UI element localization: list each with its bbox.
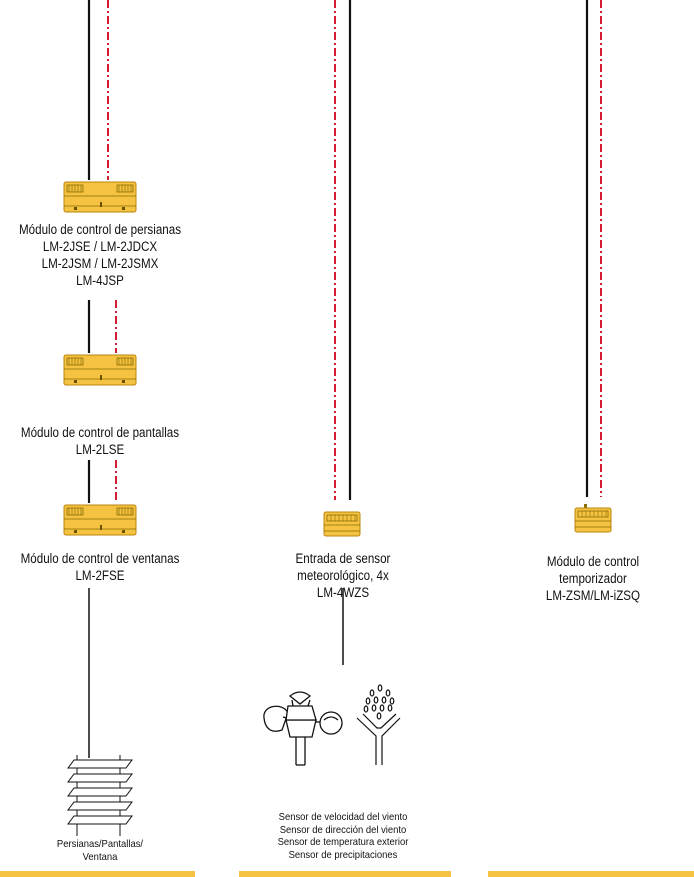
label-line: Persianas/Pantallas/ (56, 838, 144, 850)
label-sensors-device: Sensor de velocidad del viento Sensor de… (253, 811, 433, 861)
label-line: LM-2LSE (75, 442, 125, 457)
column-2-wiring (334, 0, 352, 665)
label-line: temporizador (559, 571, 627, 586)
footer-bar-right (488, 871, 694, 877)
label-windows-module: Módulo de control de ventanas LM-2FSE (5, 550, 194, 584)
label-shutters-device: Persianas/Pantallas/ Ventana (37, 838, 163, 863)
column-3-wiring (585, 0, 602, 497)
label-line: LM-2JSM / LM-2JSMX (41, 256, 159, 271)
module-icon-weather (323, 511, 361, 537)
label-line: meteorológico, 4x (297, 568, 389, 583)
label-line: LM-4WZS (316, 585, 370, 600)
module-icon-timer (574, 504, 612, 533)
label-line: LM-4JSP (76, 273, 124, 288)
label-line: Sensor de temperatura exterior (277, 836, 409, 848)
module-icon-blinds (63, 181, 137, 213)
wind-sensor-icon (263, 691, 343, 766)
footer-bar-left (0, 871, 195, 877)
label-line: Módulo de control de ventanas (20, 551, 180, 566)
column-1-wiring (87, 0, 117, 758)
rain-sensor-icon (356, 684, 401, 765)
label-line: Sensor de precipitaciones (288, 848, 398, 861)
label-screens-module: Módulo de control de pantallas LM-2LSE (5, 424, 194, 458)
label-timer-module: Módulo de control temporizador LM-ZSM/LM… (516, 553, 671, 604)
label-blinds-module: Módulo de control de persianas LM-2JSE /… (5, 221, 194, 289)
label-weather-module: Entrada de sensor meteorológico, 4x LM-4… (266, 550, 421, 601)
label-line: LM-2JSE / LM-2JDCX (42, 239, 158, 254)
label-line: Módulo de control de persianas (18, 222, 182, 237)
label-line: Sensor de dirección del viento (279, 823, 407, 836)
label-line: Ventana (82, 850, 118, 863)
label-line: Entrada de sensor (295, 551, 391, 566)
shutter-icon (67, 755, 133, 836)
label-line: Módulo de control de pantallas (20, 425, 180, 440)
module-icon-windows (63, 504, 137, 536)
footer-bar-center (239, 871, 451, 877)
label-line: LM-ZSM/LM-iZSQ (545, 588, 641, 603)
label-line: Módulo de control (546, 554, 640, 569)
module-icon-screens (63, 354, 137, 386)
label-line: LM-2FSE (75, 568, 125, 583)
label-line: Sensor de velocidad del viento (278, 811, 408, 823)
